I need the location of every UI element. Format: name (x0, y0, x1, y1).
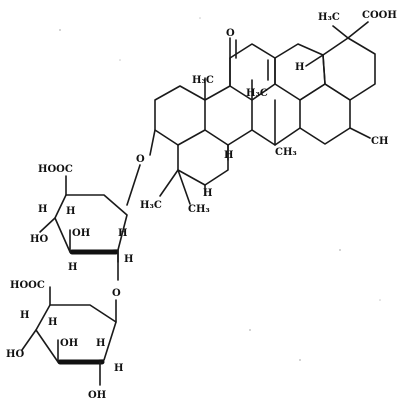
bond-d-h (305, 54, 324, 67)
label-ch3-d: CH₃ (275, 147, 297, 158)
label-oh-2b: OH (88, 390, 106, 401)
bond-ch3-right (349, 127, 371, 139)
ring-lower-right (299, 83, 351, 145)
ring-a (154, 85, 206, 146)
label-h-c: H (224, 150, 233, 161)
label-h-e: H (295, 62, 304, 73)
bond-s2-ho (21, 329, 37, 351)
label-h-1c: H (118, 228, 127, 239)
label-h-2a: H (20, 310, 29, 321)
label-o-1-2: O (112, 288, 121, 299)
sugar-1-ring (54, 194, 128, 253)
label-h3c-a: H₃C (140, 200, 162, 211)
label-h-1a: H (38, 204, 47, 215)
bond-a-ch3-2 (177, 169, 191, 205)
label-oh-2: OH (60, 338, 78, 349)
label-o-ketone: O (226, 28, 235, 39)
label-ch3-a: CH₃ (188, 204, 210, 215)
label-ho-1: HO (30, 234, 48, 245)
label-h-a: H (203, 188, 212, 199)
bond-o-link-2 (126, 164, 141, 206)
bond-s1-ho (39, 217, 56, 233)
ring-b (204, 57, 253, 146)
ring-e (322, 37, 376, 101)
sugar-2-ring (35, 304, 117, 363)
scan-noise (59, 17, 381, 361)
label-cooh-top: COOH (362, 10, 397, 21)
label-h-2c: H (96, 338, 105, 349)
label-o-link: O (136, 154, 145, 165)
label-hooc-2: HOOC (10, 280, 45, 291)
bond-e-cooh (347, 21, 369, 39)
ring-a2 (177, 144, 229, 186)
label-h3c-d: H₃C (246, 88, 268, 99)
label-h-1e: H (124, 254, 133, 265)
label-ch3-right: CH (371, 136, 388, 147)
label-h-2b: H (48, 317, 57, 328)
label-h-1b: H (66, 206, 75, 217)
bond-a-ch3-1 (159, 169, 179, 197)
label-h3c-c: H₃C (192, 75, 214, 86)
label-ho-2: HO (6, 349, 24, 360)
label-hooc-1: HOOC (38, 164, 73, 175)
ring-b2 (251, 127, 301, 146)
label-h-1d: H (68, 262, 77, 273)
label-h-2d: H (114, 363, 123, 374)
label-h3c-top: H₃C (318, 12, 340, 23)
label-oh-1: OH (72, 228, 90, 239)
bond-e-ch3 (332, 25, 349, 39)
bond-o-link (149, 129, 156, 156)
